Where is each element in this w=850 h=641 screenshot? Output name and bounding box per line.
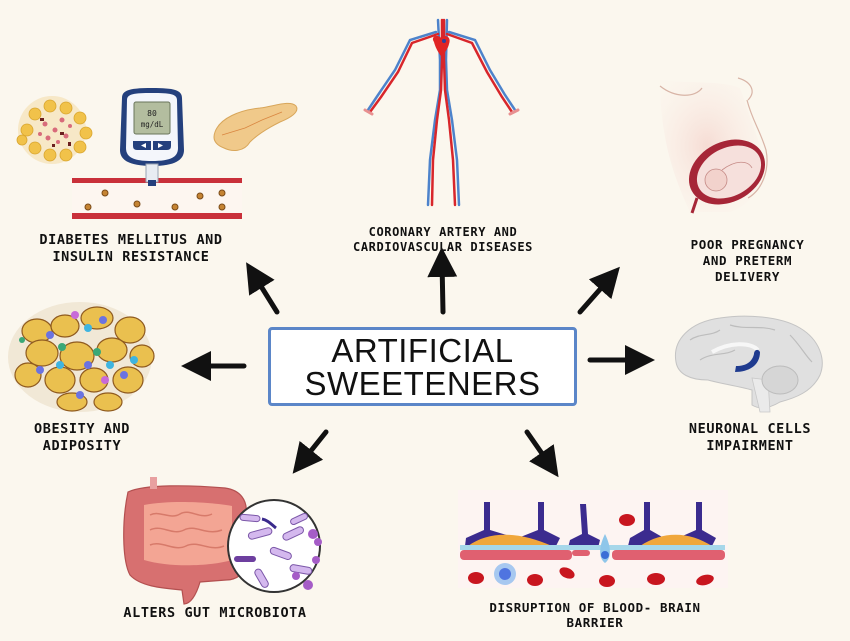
circulatory-system-icon [363, 18, 520, 207]
glucose-meter-pancreas-icon: 80 mg/dL [16, 88, 298, 219]
arrow-up-left [246, 262, 280, 315]
arrow-down-right [524, 429, 559, 478]
arrow-up [427, 247, 458, 315]
label-blood-brain-barrier: DISRUPTION OF BLOOD- BRAIN BARRIER [489, 600, 701, 630]
fat-cells-icon [8, 302, 155, 412]
arrow-down-left [292, 429, 329, 474]
center-title-line1: ARTIFICIAL [331, 331, 514, 369]
brain-icon [674, 315, 823, 413]
label-diabetes: DIABETES MELLITUS AND INSULIN RESISTANCE [39, 232, 223, 265]
label-cardiovascular: CORONARY ARTERY AND CARDIOVASCULAR DISEA… [353, 225, 533, 254]
arrows [181, 247, 655, 478]
label-obesity: OBESITY AND ADIPOSITY [33, 421, 130, 454]
pancreas-icon [213, 102, 298, 151]
glucose-unit: mg/dL [141, 120, 164, 129]
label-gut-microbiota: ALTERS GUT MICROBIOTA [123, 605, 307, 621]
glucose-value: 80 [147, 109, 157, 118]
blood-brain-barrier-icon [458, 490, 728, 588]
islet-cluster-icon [16, 96, 93, 164]
label-pregnancy: POOR PREGNANCY AND PRETERM DELIVERY [690, 237, 805, 284]
pregnant-womb-icon [659, 77, 768, 214]
center-title-line2: SWEETENERS [304, 364, 541, 402]
label-neuronal: NEURONAL CELLS IMPAIRMENT [688, 421, 812, 454]
center-node-artificial-sweeteners: ARTIFICIAL SWEETENERS [268, 327, 577, 406]
intestine-bacteria-icon [123, 477, 322, 605]
arrow-up-right [577, 266, 620, 315]
